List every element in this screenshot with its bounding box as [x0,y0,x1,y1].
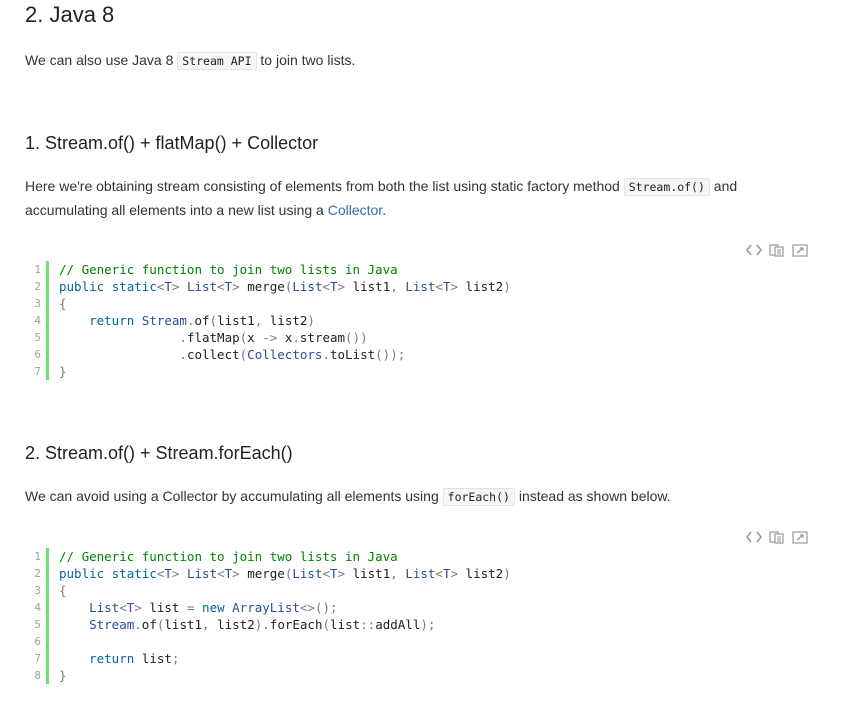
code-line: 5 .flatMap(x -> x.stream()) [25,329,815,346]
code-line: 1 // Generic function to join two lists i… [25,261,815,278]
line-number: 8 [25,667,49,684]
intro-paragraph: We can also use Java 8 Stream API to joi… [25,49,815,73]
open-window-icon[interactable] [791,530,808,544]
code-line: 6 .collect(Collectors.toList()); [25,346,815,363]
line-number: 2 [25,278,49,295]
section2-paragraph: We can avoid using a Collector by accumu… [25,485,815,509]
code-text: Stream.of(list1, list2).forEach(list::ad… [89,617,436,632]
code-text: List<T> list = new ArrayList<>(); [89,600,338,615]
code-line: 4 List<T> list = new ArrayList<>(); [25,599,815,616]
line-number: 4 [25,312,49,329]
code-text [49,633,59,650]
line-number: 7 [25,363,49,380]
view-source-icon[interactable] [745,243,762,257]
section1-text-mid: and accumulating all elements into a new… [25,178,738,218]
code-line: 5 Stream.of(list1, list2).forEach(list::… [25,616,815,633]
line-number: 3 [25,582,49,599]
section1-paragraph: Here we're obtaining stream consisting o… [25,175,815,222]
section2-text-end: instead as shown below. [514,488,671,504]
code-text: .flatMap(x -> x.stream()) [179,330,368,345]
inline-code: Stream API [177,52,257,70]
code-line: 4 return Stream.of(list1, list2) [25,312,815,329]
view-source-icon[interactable] [745,530,762,544]
code-block-2: 1 // Generic function to join two lists i… [25,548,815,684]
code-toolbar-1 [745,243,808,257]
code-text: return list; [89,651,180,666]
code-line: 6 [25,633,815,650]
line-number: 6 [25,346,49,363]
collector-link[interactable]: Collector [327,202,383,218]
line-number: 2 [25,565,49,582]
code-text: } [59,364,67,379]
copy-icon[interactable] [768,530,785,544]
intro-text: We can also use Java 8 [25,52,178,68]
code-line: 2 public static<T> List<T> merge(List<T> … [25,278,815,295]
line-number: 1 [25,548,49,565]
line-number: 1 [25,261,49,278]
code-text: return Stream.of(list1, list2) [89,313,315,328]
code-block-1: 1 // Generic function to join two lists i… [25,261,815,380]
section1-title: 1. Stream.of() + flatMap() + Collector [25,133,319,153]
code-text: .collect(Collectors.toList()); [179,347,406,362]
code-line: 1 // Generic function to join two lists i… [25,548,815,565]
line-number: 5 [25,616,49,633]
page-title: 2. Java 8 [25,2,115,27]
code-text: { [59,583,67,598]
code-line: 3{ [25,295,815,312]
code-line: 7 return list; [25,650,815,667]
open-window-icon[interactable] [791,243,808,257]
inline-code: forEach() [442,488,515,506]
code-text: public static<T> List<T> merge(List<T> l… [59,279,511,294]
code-text: // Generic function to join two lists in… [59,549,398,564]
line-number: 5 [25,329,49,346]
code-line: 3{ [25,582,815,599]
section1-text-end: . [382,202,387,218]
intro-text-end: to join two lists. [256,52,356,68]
line-number: 6 [25,633,49,650]
code-text: public static<T> List<T> merge(List<T> l… [59,566,511,581]
code-text: { [59,296,67,311]
line-number: 3 [25,295,49,312]
section1-text: Here we're obtaining stream consisting o… [25,178,624,194]
code-toolbar-2 [745,530,808,544]
section2-title: 2. Stream.of() + Stream.forEach() [25,443,293,463]
code-line: 8} [25,667,815,684]
line-number: 7 [25,650,49,667]
inline-code: Stream.of() [623,178,710,196]
code-line: 7} [25,363,815,380]
copy-icon[interactable] [768,243,785,257]
code-text: } [59,668,67,683]
section2-text: We can avoid using a Collector by accumu… [25,488,443,504]
code-text: // Generic function to join two lists in… [59,262,398,277]
line-number: 4 [25,599,49,616]
code-line: 2 public static<T> List<T> merge(List<T> … [25,565,815,582]
